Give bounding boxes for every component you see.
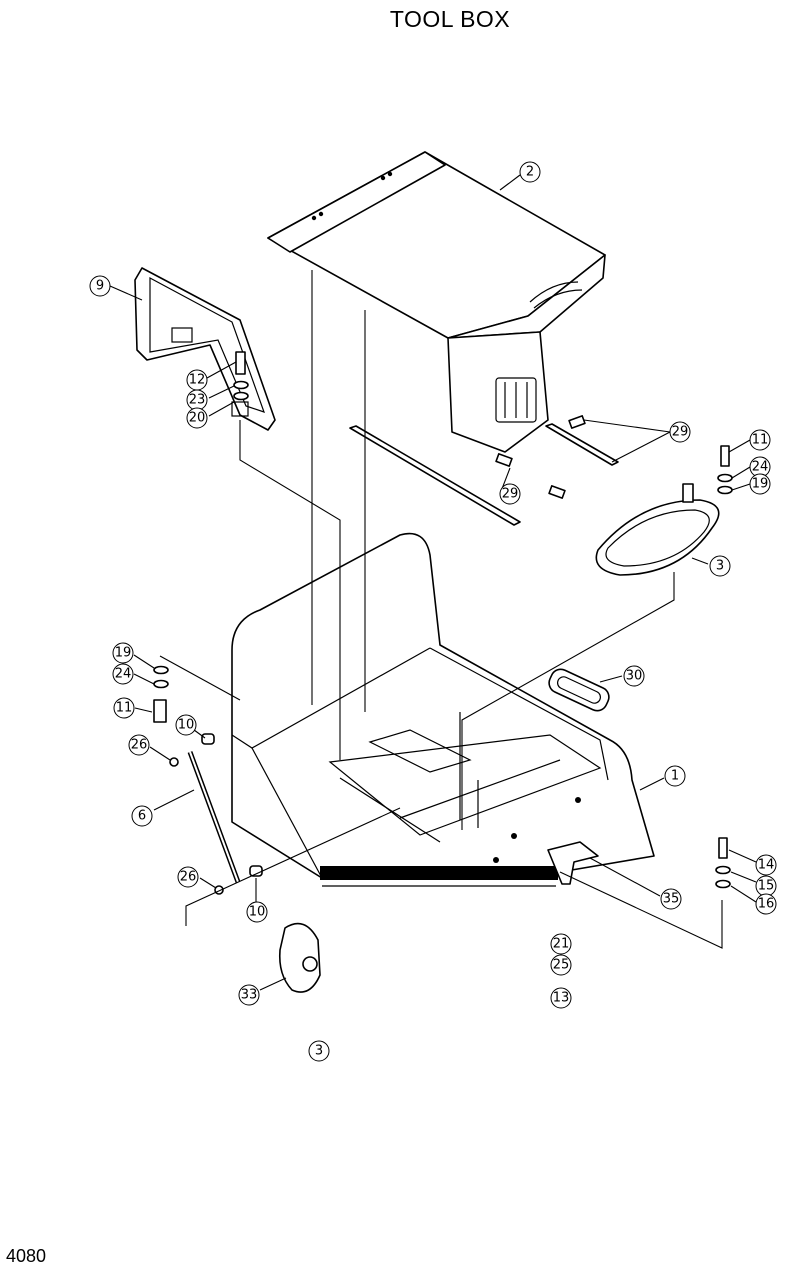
callout-14: 14 <box>755 854 777 876</box>
svg-text:19: 19 <box>752 477 769 492</box>
svg-text:20: 20 <box>189 411 206 426</box>
callout-1: 1 <box>664 765 686 787</box>
svg-text:12: 12 <box>189 373 206 388</box>
callout-26-lower: 26 <box>177 866 199 888</box>
callout-24-left: 24 <box>112 663 134 685</box>
callout-2: 2 <box>519 161 541 183</box>
callout-25: 25 <box>550 954 572 976</box>
svg-text:10: 10 <box>249 905 266 920</box>
part-9-handle <box>134 267 276 431</box>
svg-text:30: 30 <box>626 669 643 684</box>
svg-text:35: 35 <box>663 892 680 907</box>
svg-text:16: 16 <box>758 897 775 912</box>
callout-13: 13 <box>550 987 572 1009</box>
svg-text:29: 29 <box>502 487 519 502</box>
svg-text:2: 2 <box>526 165 534 180</box>
part-3-tray <box>595 483 720 576</box>
callout-10-lower: 10 <box>246 901 268 923</box>
svg-text:25: 25 <box>553 958 570 973</box>
callout-10-upper: 10 <box>175 714 197 736</box>
callout-3-tray: 3 <box>709 555 731 577</box>
callout-33: 33 <box>238 984 260 1006</box>
callout-23: 23 <box>186 389 208 411</box>
svg-text:26: 26 <box>131 738 148 753</box>
svg-text:23: 23 <box>189 393 206 408</box>
svg-text:14: 14 <box>758 858 775 873</box>
callout-21: 21 <box>550 933 572 955</box>
callout-26-upper: 26 <box>128 734 150 756</box>
callout-6: 6 <box>131 805 153 827</box>
svg-text:6: 6 <box>138 809 146 824</box>
handle-fasteners <box>233 351 249 401</box>
part-35-latch <box>547 841 599 885</box>
svg-text:24: 24 <box>752 460 769 475</box>
svg-text:11: 11 <box>752 433 769 448</box>
svg-text:3: 3 <box>315 1044 323 1059</box>
svg-text:3: 3 <box>716 559 724 574</box>
page-title: TOOL BOX <box>389 6 511 32</box>
svg-text:11: 11 <box>116 701 133 716</box>
callout-19-right: 19 <box>749 473 771 495</box>
callout-30: 30 <box>623 665 645 687</box>
callout-11-right: 11 <box>749 429 771 451</box>
svg-text:19: 19 <box>115 646 132 661</box>
part-1-box-body <box>231 532 655 887</box>
callout-11-left: 11 <box>113 697 135 719</box>
callout-9: 9 <box>89 275 111 297</box>
svg-text:10: 10 <box>178 718 195 733</box>
svg-text:9: 9 <box>96 279 104 294</box>
part-6-gas-spring <box>169 733 263 895</box>
leader-lines <box>109 174 757 991</box>
svg-text:21: 21 <box>553 937 570 952</box>
svg-text:24: 24 <box>115 667 132 682</box>
page-number: 4080 <box>6 1246 47 1266</box>
svg-text:29: 29 <box>672 425 689 440</box>
callout-35: 35 <box>660 888 682 910</box>
svg-text:26: 26 <box>180 870 197 885</box>
callout-19-left: 19 <box>112 642 134 664</box>
callout-15: 15 <box>755 875 777 897</box>
tray-fasteners <box>717 445 733 495</box>
callout-16: 16 <box>755 893 777 915</box>
part-29-rods <box>349 415 619 526</box>
svg-text:33: 33 <box>241 988 258 1003</box>
svg-text:13: 13 <box>553 991 570 1006</box>
callout-3-loose: 3 <box>308 1040 330 1062</box>
latch-fasteners <box>715 837 731 889</box>
part-2-cover <box>267 151 606 453</box>
part-30-seal <box>548 668 610 712</box>
callout-20: 20 <box>186 407 208 429</box>
callout-24-right: 24 <box>749 456 771 478</box>
left-fasteners <box>153 665 169 723</box>
part-33-mirror <box>278 922 321 993</box>
callout-29-upper: 29 <box>669 421 691 443</box>
callout-12: 12 <box>186 369 208 391</box>
svg-text:15: 15 <box>758 879 775 894</box>
svg-text:1: 1 <box>671 769 679 784</box>
callout-29-lower: 29 <box>499 483 521 505</box>
